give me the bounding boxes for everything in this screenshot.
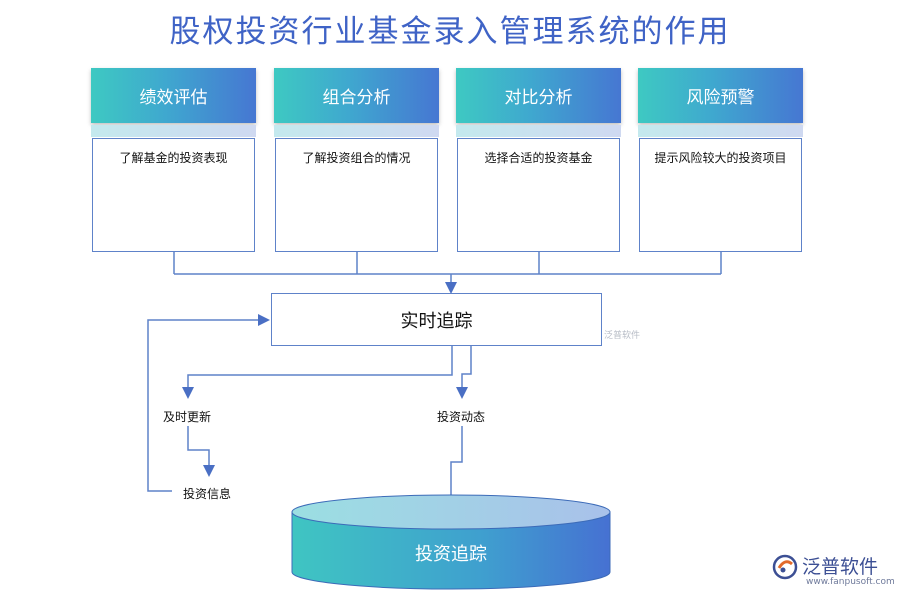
column-strip: [456, 125, 621, 137]
column-strip: [638, 125, 803, 137]
brand-url: www.fanpusoft.com: [806, 577, 895, 587]
column-header-performance: 绩效评估: [91, 68, 256, 123]
column-desc-performance: 了解基金的投资表现: [92, 138, 255, 252]
column-header-risk: 风险预警: [638, 68, 803, 123]
column-desc-portfolio: 了解投资组合的情况: [275, 138, 438, 252]
realtime-tracking-node: 实时追踪: [271, 293, 602, 346]
watermark: 泛普软件: [604, 331, 641, 341]
column-strip: [91, 125, 256, 137]
page-title: 股权投资行业基金录入管理系统的作用: [169, 14, 731, 50]
column-desc-risk: 提示风险较大的投资项目: [639, 138, 802, 252]
column-strip: [274, 125, 439, 137]
column-header-portfolio: 组合分析: [274, 68, 439, 123]
node-timely-update: 及时更新: [163, 410, 212, 424]
column-header-comparison: 对比分析: [456, 68, 621, 123]
brand-name: 泛普软件: [802, 556, 879, 578]
brand-logo-icon: [772, 554, 798, 580]
cylinder-label: 投资追踪: [415, 544, 487, 565]
node-investment-dynamics: 投资动态: [437, 410, 486, 424]
column-desc-comparison: 选择合适的投资基金: [457, 138, 620, 252]
node-investment-info: 投资信息: [183, 487, 232, 501]
